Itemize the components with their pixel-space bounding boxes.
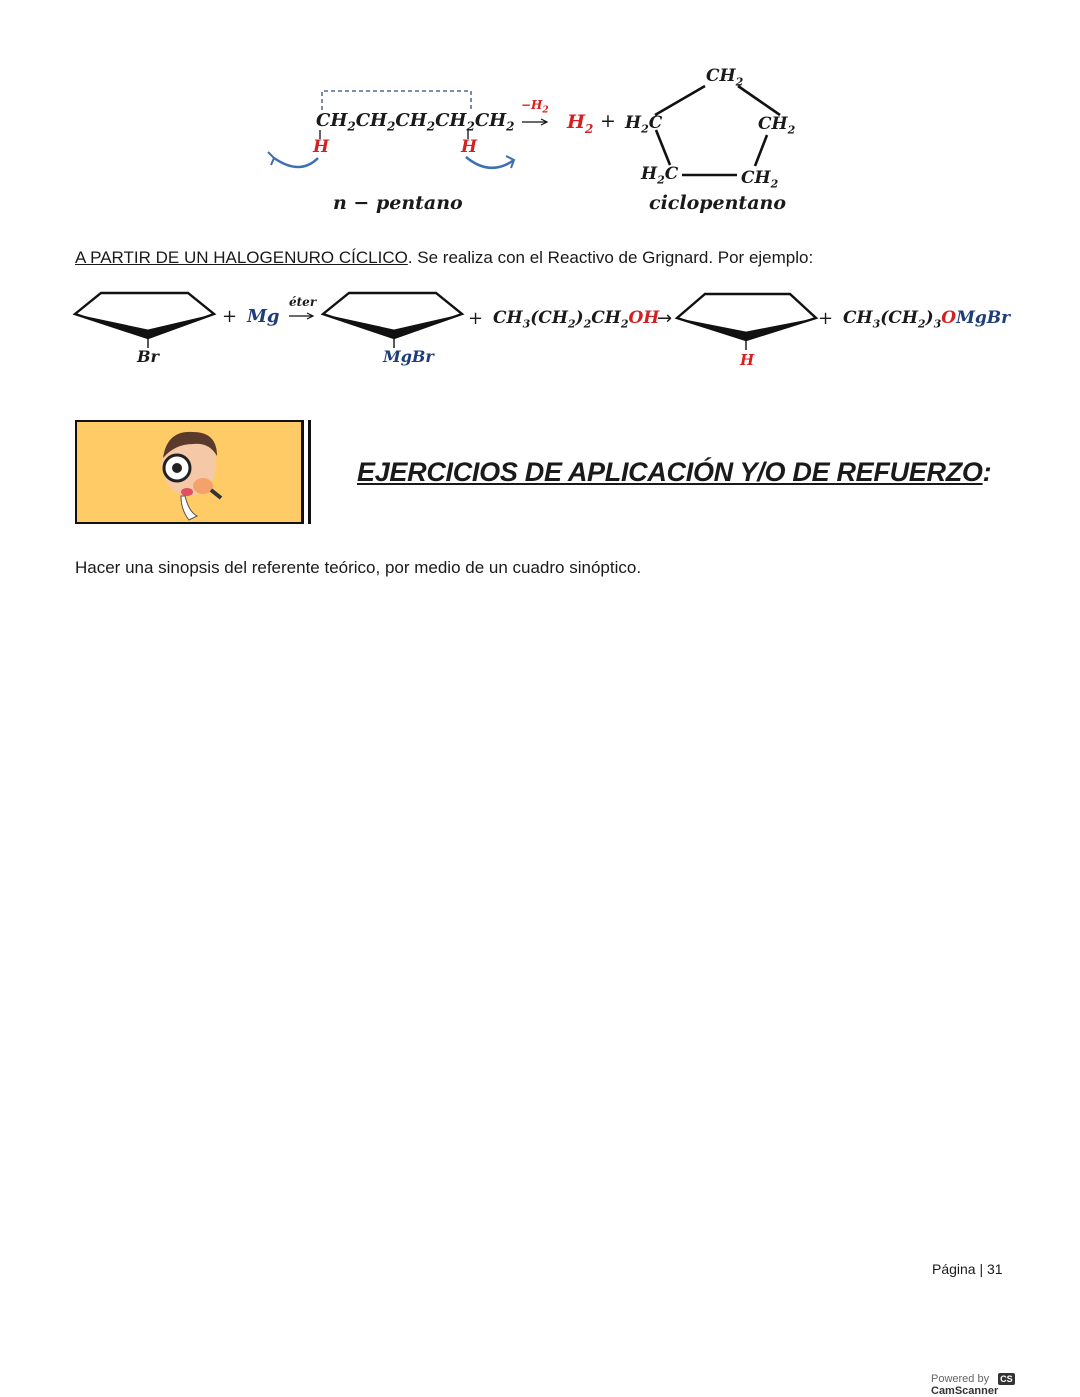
plus-sign-2: + — [468, 308, 484, 329]
exercises-heading: EJERCICIOS DE APLICACIÓN Y/O DE REFUERZO… — [357, 457, 992, 487]
alkoxide-byproduct: CH3(CH2)3OMgBr — [843, 308, 1011, 331]
section-paragraph: A PARTIR DE UN HALOGENURO CÍCLICO. Se re… — [75, 248, 813, 268]
curved-arrow-right-head — [505, 155, 516, 169]
reaction-arrow-1-head — [540, 118, 549, 126]
pentane-chain: CH2CH2CH2CH2CH2 — [316, 110, 515, 134]
ring-left-h2c: H2C — [625, 113, 663, 136]
powered-by-text: Powered by — [931, 1373, 990, 1385]
ring-right-ch2: CH2 — [758, 114, 796, 137]
pentagon-cyclopentane — [674, 292, 819, 350]
reaction-arrow-ether-head — [306, 312, 315, 320]
product-h2: H2 — [567, 111, 594, 136]
camscanner-logo-icon: CS — [998, 1373, 1015, 1386]
ring-bottom-right-ch2: CH2 — [741, 168, 779, 191]
label-n-pentano: n − pentano — [333, 192, 463, 214]
plus-sign: + — [600, 110, 616, 132]
reaction-arrow-2: → — [657, 308, 673, 329]
ring-top-ch2: CH2 — [706, 66, 744, 89]
detective-cartoon-icon — [162, 431, 223, 521]
substituent-h: H — [740, 351, 755, 369]
hydrogen-left: H — [313, 137, 330, 157]
arrow-label-minus-h2: −H2 — [521, 98, 549, 116]
cyclopentane-ring — [654, 84, 781, 177]
page-number: Página | 31 — [932, 1261, 1003, 1277]
ring-bottom-left-h2c: H2C — [641, 164, 679, 187]
camscanner-brand: CamScanner — [931, 1385, 999, 1397]
arrow-label-eter: éter — [289, 295, 317, 309]
section-title: A PARTIR DE UN HALOGENURO CÍCLICO — [75, 248, 408, 267]
curved-arrow-right — [465, 156, 515, 169]
substituent-mgbr: MgBr — [383, 347, 434, 366]
camscanner-watermark: Powered by CSCamScanner — [931, 1373, 1080, 1397]
label-ciclopentano: ciclopentano — [649, 192, 787, 214]
curved-arrow-left — [273, 156, 319, 169]
reaction1-graphics — [267, 84, 781, 177]
banner-edge-bar — [301, 420, 311, 524]
exercises-instruction: Hacer una sinopsis del referente teórico… — [75, 558, 642, 577]
alcohol-reagent: CH3(CH2)2CH2OH — [493, 308, 660, 331]
dashed-bracket — [321, 90, 472, 110]
plus-sign-3: + — [818, 308, 834, 329]
curved-arrow-left-head — [267, 151, 276, 166]
magnesium: Mg — [247, 306, 280, 327]
reaction2-graphics — [72, 291, 819, 350]
plus-sign-1: + — [222, 306, 238, 327]
section-text: . Se realiza con el Reactivo de Grignard… — [407, 248, 814, 267]
exercises-banner — [75, 420, 311, 524]
hydrogen-right: H — [461, 137, 478, 157]
substituent-br: Br — [137, 347, 159, 366]
pentagon-grignard — [320, 291, 465, 348]
pentagon-bromide — [72, 291, 217, 348]
